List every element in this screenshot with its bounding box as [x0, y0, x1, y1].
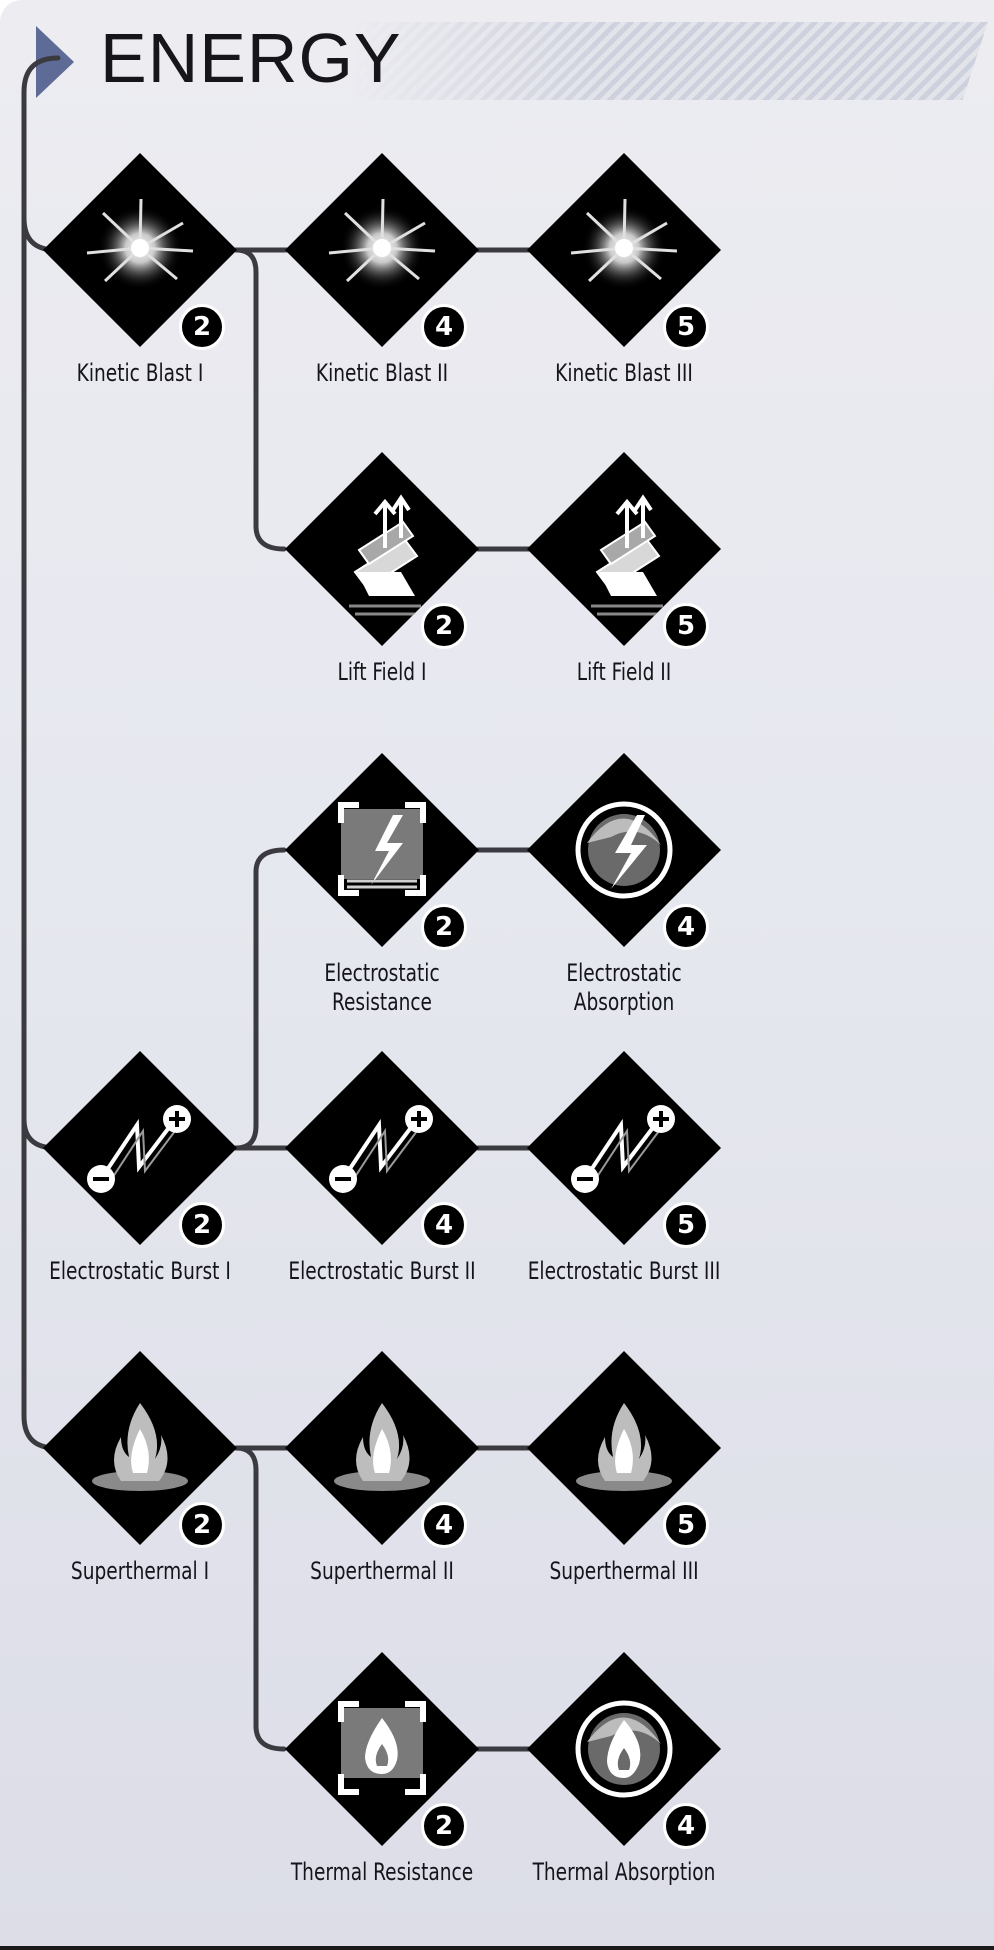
skill-cost-badge: 4 [663, 1803, 709, 1849]
connector-thermal-resist [233, 1445, 287, 1752]
skill-node-label: Kinetic Blast III [555, 359, 693, 387]
electrostatic-burst-icon [285, 1051, 479, 1245]
skill-cost-badge: 2 [179, 1202, 225, 1248]
skill-node-label: Electrostatic Resistance [324, 959, 440, 1016]
skill-cost-badge: 5 [663, 304, 709, 350]
electrostatic-resistance-icon [285, 753, 479, 947]
skill-cost-badge: 2 [421, 603, 467, 649]
skill-node-label: Electrostatic Burst III [527, 1257, 721, 1285]
skill-node-label: Kinetic Blast II [315, 359, 449, 387]
skill-cost-badge: 5 [663, 1202, 709, 1248]
skill-node-label: Superthermal I [70, 1557, 210, 1585]
skill-node-label: Lift Field II [576, 658, 672, 686]
skill-cost-badge: 2 [421, 1803, 467, 1849]
skill-node-label: Superthermal III [549, 1557, 699, 1585]
connector-electro-resist [233, 847, 287, 1151]
thermal-resistance-icon [285, 1652, 479, 1846]
page-title: ENERGY [100, 19, 402, 97]
skill-cost-badge: 2 [179, 304, 225, 350]
skill-cost-badge: 4 [421, 1202, 467, 1248]
skill-node-label: Electrostatic Absorption [566, 959, 682, 1016]
skill-cost-badge: 4 [421, 1502, 467, 1548]
kinetic-blast-icon [285, 153, 479, 347]
skill-node-label: Kinetic Blast I [76, 359, 204, 387]
connector-kinetic-liftfield [233, 247, 287, 552]
skill-node-label: Thermal Absorption [532, 1858, 716, 1886]
skill-node-label: Lift Field I [337, 658, 427, 686]
skill-cost-badge: 2 [179, 1502, 225, 1548]
skill-cost-badge: 4 [421, 304, 467, 350]
skill-cost-badge: 5 [663, 603, 709, 649]
skill-cost-badge: 5 [663, 1502, 709, 1548]
skill-cost-badge: 2 [421, 904, 467, 950]
kinetic-blast-icon [43, 153, 237, 347]
superthermal-flame-icon [527, 1351, 721, 1545]
superthermal-flame-icon [43, 1351, 237, 1545]
electrostatic-burst-icon [527, 1051, 721, 1245]
skill-node-label: Thermal Resistance [290, 1858, 474, 1886]
lift-field-icon [527, 452, 721, 646]
lift-field-icon [285, 452, 479, 646]
electrostatic-absorption-icon [527, 753, 721, 947]
connector-trunk [21, 55, 61, 1451]
kinetic-blast-icon [527, 153, 721, 347]
skill-node-label: Superthermal II [310, 1557, 454, 1585]
bottom-divider [0, 1946, 994, 1950]
superthermal-flame-icon [285, 1351, 479, 1545]
thermal-absorption-icon [527, 1652, 721, 1846]
skill-node-label: Electrostatic Burst II [288, 1257, 476, 1285]
electrostatic-burst-icon [43, 1051, 237, 1245]
skill-node-label: Electrostatic Burst I [49, 1257, 231, 1285]
header-stripe-band [352, 22, 988, 100]
skill-cost-badge: 4 [663, 904, 709, 950]
